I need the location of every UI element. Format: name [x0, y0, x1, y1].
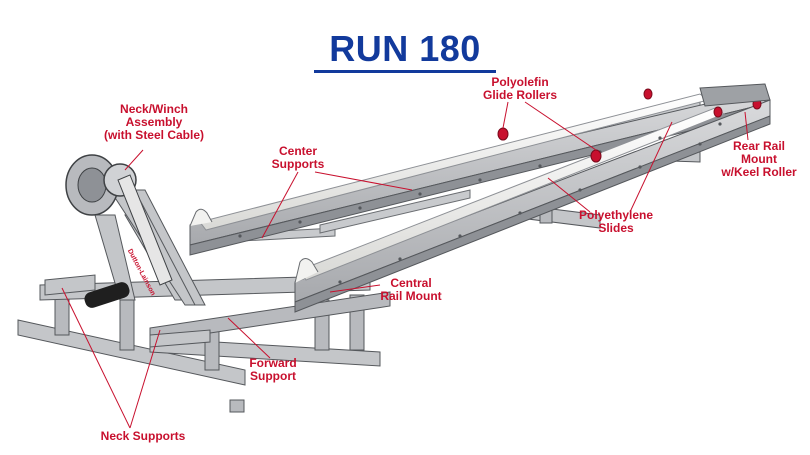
right-slide-cap	[294, 258, 319, 284]
label-central-rail-mount: Central Rail Mount	[380, 276, 442, 303]
leg-1	[54, 294, 70, 336]
leg-2	[119, 299, 135, 351]
leader-slides-2	[629, 121, 673, 213]
right-rail-side	[294, 115, 771, 313]
leader-forward-support	[227, 317, 271, 359]
winch-handle	[84, 282, 130, 308]
neck-pad-left	[44, 274, 96, 296]
leader-rear-mount	[744, 111, 749, 141]
title-underline	[314, 70, 496, 73]
leader-center-1	[261, 171, 299, 239]
label-polyethylene-slides: Polyethylene Slides	[578, 208, 654, 235]
neck-pad-right	[149, 329, 211, 348]
glide-roller-2	[590, 149, 602, 163]
page-title: RUN 180	[329, 28, 481, 69]
label-rear-rail-mount: Rear Rail Mount w/Keel Roller	[721, 139, 797, 179]
winch-arm	[117, 174, 173, 286]
label-glide-rollers: Polyolefin Glide Rollers	[482, 75, 558, 102]
rear-rail-mount	[699, 83, 771, 107]
winch-assembly	[65, 154, 196, 308]
leader-winch	[124, 149, 144, 171]
glide-rollers	[497, 88, 762, 163]
leg-foot-cap	[229, 399, 245, 413]
label-forward-support: Forward Support	[249, 356, 297, 383]
leader-center-2	[314, 171, 413, 191]
leader-lines	[61, 101, 749, 429]
leader-neck-1	[61, 287, 131, 429]
steel-cable	[139, 199, 196, 306]
glide-roller-3	[643, 88, 653, 100]
leader-neck-2	[129, 329, 161, 429]
cross-member-2	[319, 189, 471, 234]
leader-rollers-1	[502, 101, 509, 129]
label-neck-winch: Neck/Winch Assembly (with Steel Cable)	[103, 102, 204, 142]
label-neck-supports: Neck Supports	[100, 429, 186, 443]
leader-rollers-2	[524, 101, 597, 151]
leader-slides-1	[547, 177, 591, 213]
leader-central-mount	[329, 284, 381, 293]
label-center-supports: Center Supports	[271, 144, 325, 171]
neck-support-left	[94, 214, 136, 301]
glide-roller-4	[713, 106, 723, 118]
left-slide-cap	[189, 208, 213, 227]
glide-roller-1	[497, 127, 509, 141]
